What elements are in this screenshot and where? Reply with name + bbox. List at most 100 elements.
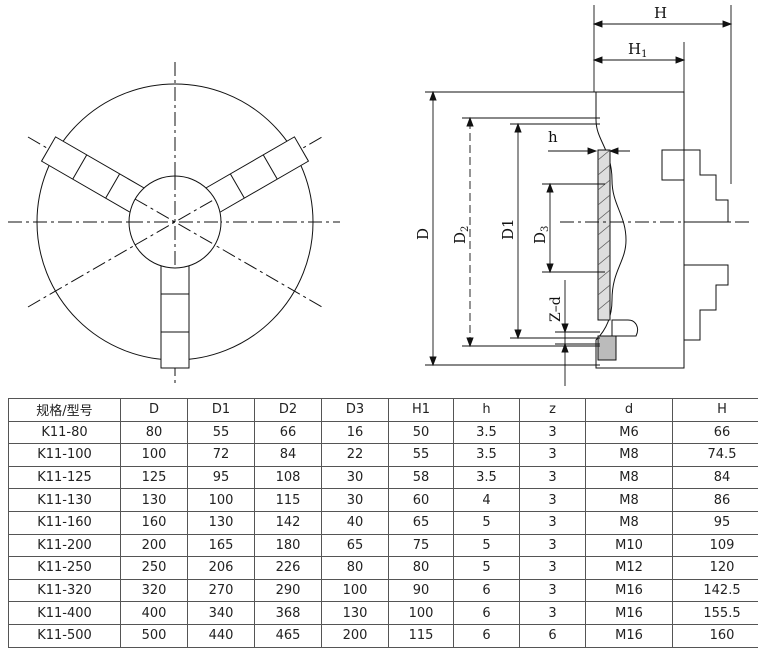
table-cell: 206 (187, 556, 255, 580)
table-cell: 250 (120, 556, 188, 580)
table-cell: 125 (120, 465, 188, 490)
table-cell: 270 (187, 578, 255, 603)
table-cell: 84 (672, 465, 758, 490)
model-cell: K11-200 (8, 533, 121, 558)
table-cell: 3 (519, 556, 586, 580)
table-cell: 3 (519, 510, 586, 535)
table-cell: 3.5 (453, 443, 520, 467)
table-cell: 120 (672, 556, 758, 580)
table-cell: 3 (519, 465, 586, 490)
table-cell: 109 (672, 533, 758, 558)
table-cell: 100 (388, 601, 454, 625)
table-cell: M8 (585, 465, 673, 490)
table-cell: 3 (519, 578, 586, 603)
table-cell: 90 (388, 578, 454, 603)
table-cell: 3 (519, 443, 586, 467)
table-cell: 340 (187, 601, 255, 625)
table-cell: 142 (254, 510, 322, 535)
table-cell: 86 (672, 488, 758, 512)
table-cell: 95 (672, 510, 758, 535)
table-cell: 100 (120, 443, 188, 467)
label-D: D (414, 228, 432, 240)
model-cell: K11-400 (8, 601, 121, 625)
table-cell: 50 (388, 420, 454, 445)
table-cell: 6 (453, 601, 520, 625)
table-cell: 290 (254, 578, 322, 603)
table-cell: 465 (254, 623, 322, 648)
label-D1: D1 (499, 218, 517, 240)
table-cell: 320 (120, 578, 188, 603)
table-cell: 80 (388, 556, 454, 580)
mounting-bolt (611, 319, 639, 337)
table-cell: 80 (120, 420, 188, 445)
table-cell: 130 (321, 601, 389, 625)
jaw-head (661, 149, 685, 181)
jaw-steps-top (684, 149, 729, 223)
table-cell: 3 (519, 488, 586, 512)
table-cell: 3 (519, 533, 586, 558)
column-header: D2 (254, 398, 322, 422)
table-cell: 5 (453, 510, 520, 535)
table-cell: 74.5 (672, 443, 758, 467)
model-cell: K11-500 (8, 623, 121, 648)
model-cell: K11-100 (8, 443, 121, 467)
label-h: h (548, 128, 558, 146)
column-header: D (120, 398, 188, 422)
table-cell: 130 (187, 510, 255, 535)
column-header: d (585, 398, 673, 422)
table-cell: 500 (120, 623, 188, 648)
table-cell: M12 (585, 556, 673, 580)
column-header: h (453, 398, 520, 422)
column-header: 规格/型号 (8, 398, 121, 422)
table-cell: 4 (453, 488, 520, 512)
chuck-end-view (8, 62, 340, 385)
table-cell: 165 (187, 533, 255, 558)
column-header: H1 (388, 398, 454, 422)
table-cell: M8 (585, 488, 673, 512)
table-cell: 3.5 (453, 465, 520, 490)
table-cell: 75 (388, 533, 454, 558)
table-cell: 108 (254, 465, 322, 490)
table-cell: 30 (321, 465, 389, 490)
label-D3: D3 (531, 226, 551, 244)
jaw-steps-bottom (684, 264, 729, 341)
model-cell: K11-250 (8, 556, 121, 580)
table-cell: 200 (120, 533, 188, 558)
table-cell: 95 (187, 465, 255, 490)
table-cell: M16 (585, 578, 673, 603)
table-cell: 400 (120, 601, 188, 625)
table-cell: 5 (453, 556, 520, 580)
table-cell: 180 (254, 533, 322, 558)
table-cell: 6 (519, 623, 586, 648)
table-cell: 30 (321, 488, 389, 512)
table-cell: M6 (585, 420, 673, 445)
table-cell: 3 (519, 420, 586, 445)
label-D2: D2 (451, 226, 471, 244)
table-cell: 66 (672, 420, 758, 445)
table-cell: 72 (187, 443, 255, 467)
table-cell: 115 (388, 623, 454, 648)
table-cell: 100 (187, 488, 255, 512)
model-cell: K11-160 (8, 510, 121, 535)
model-cell: K11-80 (8, 420, 121, 445)
table-cell: 160 (672, 623, 758, 648)
dimension-lines (425, 5, 733, 386)
table-cell: 40 (321, 510, 389, 535)
table-cell: 6 (453, 623, 520, 648)
table-cell: 130 (120, 488, 188, 512)
table-cell: 58 (388, 465, 454, 490)
table-cell: 160 (120, 510, 188, 535)
jaw-bottom (160, 263, 190, 369)
table-cell: 226 (254, 556, 322, 580)
table-cell: M10 (585, 533, 673, 558)
